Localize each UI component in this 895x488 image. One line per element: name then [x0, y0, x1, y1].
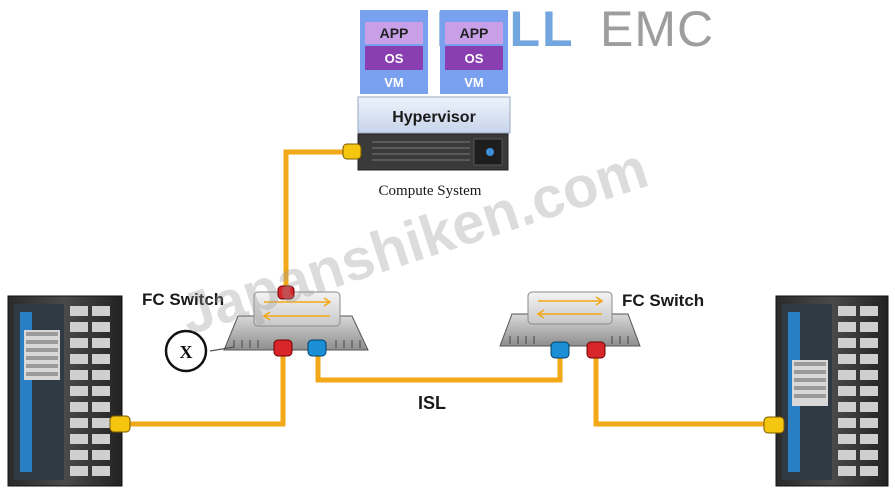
fc-switch-left: FC Switch — [142, 285, 369, 357]
logo-emc-text: EMC — [600, 1, 714, 57]
vm-stack-1: APP OS VM — [360, 10, 428, 94]
switch-left-top — [253, 291, 341, 327]
vm-stack-2: APP OS VM — [440, 10, 508, 94]
switch-right-port-blue — [550, 341, 570, 359]
switch-right-arrows — [536, 296, 604, 319]
switch-right-top — [527, 291, 613, 325]
server-vents — [372, 141, 470, 161]
switch-right-port-red — [586, 341, 606, 359]
cables — [130, 149, 772, 427]
compute-system: Hypervisor Compute System — [342, 96, 511, 199]
storage-left-port-yellow — [109, 415, 131, 433]
server-hba-port — [342, 143, 362, 160]
vm1-os-label: OS — [385, 51, 404, 66]
cable-compute-to-left-switch — [283, 149, 352, 292]
vm2-vm-label: VM — [464, 75, 484, 90]
switch-right-label: FC Switch — [622, 291, 704, 310]
server-power-led — [486, 148, 494, 156]
switch-left-port-top-red — [277, 285, 295, 300]
cable-isl — [315, 354, 563, 383]
vm2-app-label: APP — [460, 25, 489, 41]
switch-left-port-red — [273, 339, 293, 357]
switch-left-port-blue — [307, 339, 327, 357]
switch-left-arrows — [262, 297, 332, 321]
fc-switch-right: FC Switch — [499, 291, 704, 359]
isl-label: ISL — [418, 393, 446, 413]
vm1-app-label: APP — [380, 25, 409, 41]
cable-left-storage-to-left-switch — [130, 352, 286, 427]
failure-arrow — [209, 346, 235, 352]
storage-rack-left — [7, 295, 131, 487]
storage-rack-right — [763, 295, 889, 487]
failure-circle — [164, 329, 208, 373]
switch-left-label: FC Switch — [142, 290, 224, 309]
storage-right-port-yellow — [763, 416, 785, 434]
vm1-vm-label: VM — [384, 75, 404, 90]
hypervisor-box — [357, 96, 511, 134]
failure-x-label: X — [180, 342, 193, 362]
hypervisor-label: Hypervisor — [392, 109, 476, 126]
compute-system-label: Compute System — [379, 183, 482, 199]
vm2-os-label: OS — [465, 51, 484, 66]
failed-port-marker: X — [164, 329, 235, 373]
cable-right-switch-to-right-storage — [593, 354, 772, 427]
